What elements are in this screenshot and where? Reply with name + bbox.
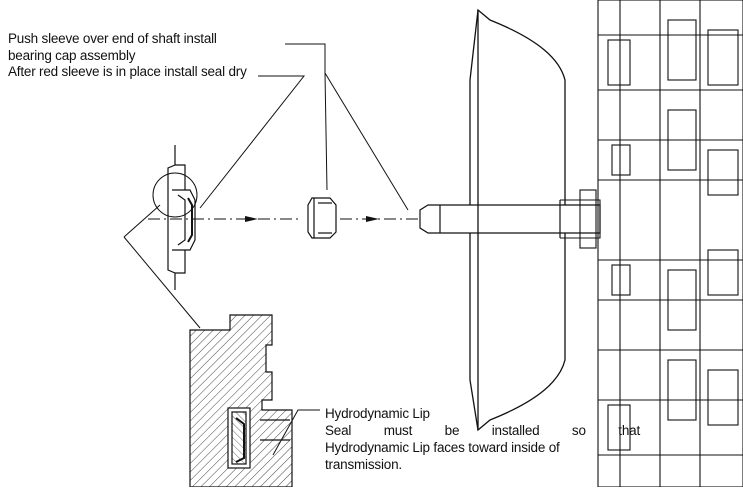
assembly-arrows: [245, 216, 379, 222]
red-sleeve: [307, 197, 337, 239]
callout-hydrodynamic-line3: transmission.: [325, 457, 402, 472]
callout-push-sleeve-line2: bearing cap assembly: [8, 48, 136, 63]
callout-after-red-sleeve: After red sleeve is in place install sea…: [8, 63, 247, 80]
callout-after-red-sleeve-text: After red sleeve is in place install sea…: [8, 64, 247, 79]
leader-detail-upper: [123, 204, 161, 238]
callout-push-sleeve: Push sleeve over end of shaft install be…: [8, 30, 217, 64]
callout-hydrodynamic-line2: Hydrodynamic Lip faces toward inside of: [325, 440, 560, 455]
shaft: [419, 200, 601, 238]
callout-push-sleeve-line1: Push sleeve over end of shaft install: [8, 31, 217, 46]
bearing-cap-assembly: [167, 145, 196, 290]
leader-lines: [123, 43, 409, 456]
leader-after-red-sleeve: [199, 75, 306, 209]
seal-detail-section: [189, 314, 293, 488]
callout-hydrodynamic-lip: Hydrodynamic Lip Seal must be installed …: [325, 405, 640, 473]
leader-push-sleeve-branch: [324, 72, 328, 191]
callout-hydrodynamic-line1: Seal must be installed so that: [325, 423, 640, 438]
leader-push-sleeve: [285, 43, 409, 211]
bell-housing: [469, 8, 566, 432]
callout-hydrodynamic-title: Hydrodynamic Lip: [325, 406, 430, 421]
detail-circle: [152, 172, 198, 218]
leader-detail-lower: [123, 236, 201, 329]
